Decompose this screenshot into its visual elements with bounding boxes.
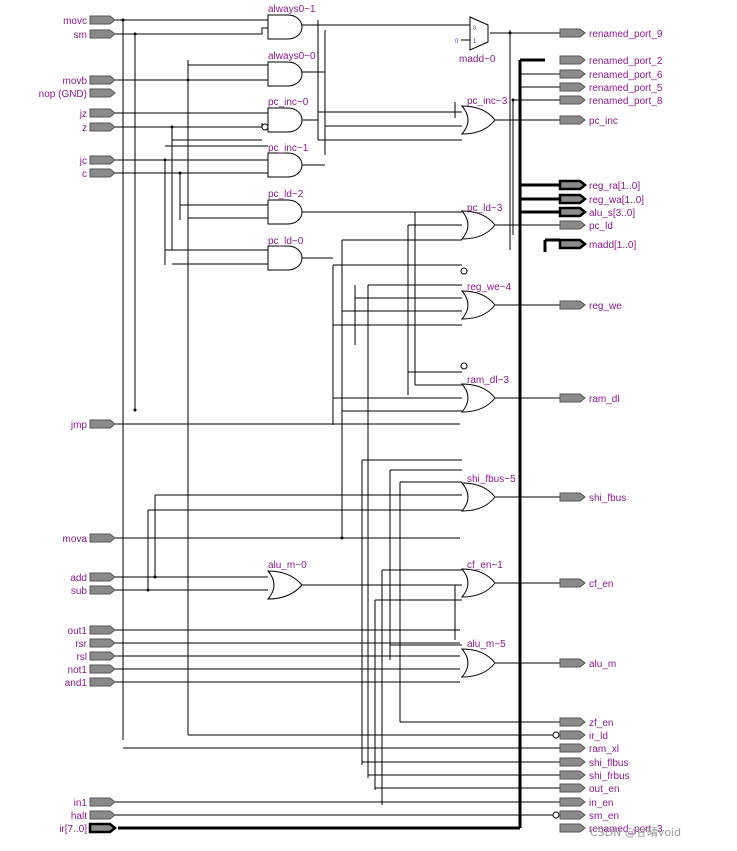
gate-label-cf-en-1: cf_en~1 xyxy=(467,560,503,571)
watermark: CSDN @甘晴void xyxy=(590,826,681,839)
output-sm-en-label: sm_en xyxy=(589,811,619,822)
input-z-label: z xyxy=(82,123,87,134)
or-gate-pc-inc-3 xyxy=(460,105,496,135)
input-sub-label: sub xyxy=(71,586,88,597)
input-in1-label: in1 xyxy=(74,798,88,809)
mux-const-label: 0 xyxy=(455,39,459,45)
input-halt-label: halt xyxy=(71,811,87,822)
gate-label-alu-m-0: alu_m~0 xyxy=(268,560,307,571)
input-sm-label: sm xyxy=(74,30,87,41)
input-ir-label: ir[7..0] xyxy=(59,824,87,835)
output-reg-wa-label: reg_wa[1..0] xyxy=(589,195,644,206)
output-renamed-port-6-label: renamed_port_6 xyxy=(589,70,663,81)
input-nop-label: nop (GND) xyxy=(39,89,87,100)
gate-label-pc-inc-1: pc_inc~1 xyxy=(268,143,309,154)
output-shi-frbus-label: shi_frbus xyxy=(589,771,630,782)
gate-label-reg-we-4: reg_we~4 xyxy=(467,282,512,293)
output-renamed-port-2-label: renamed_port_2 xyxy=(589,56,663,67)
output-ram-dl-label: ram_dl xyxy=(589,394,620,405)
output-madd-label: madd[1..0] xyxy=(589,240,636,251)
gate-labels: always0~1 always0~0 pc_inc~0 pc_inc~1 pc… xyxy=(268,4,516,650)
input-movc-label: movc xyxy=(63,16,87,27)
output-reg-we-label: reg_we xyxy=(589,301,622,312)
input-mova-label: mova xyxy=(63,534,88,545)
output-shi-fbus-label: shi_fbus xyxy=(589,493,626,504)
input-rsr-label: rsr xyxy=(75,639,87,650)
and-gate-pc-ld-0 xyxy=(267,245,303,271)
and-gate-pc-inc-0 xyxy=(267,107,303,133)
output-alu-m-label: alu_m xyxy=(589,659,616,670)
gate-label-shi-fbus-5: shi_fbus~5 xyxy=(467,474,516,485)
input-add-label: add xyxy=(70,573,87,584)
or-gates xyxy=(266,105,496,678)
and-gate-pc-ld-2 xyxy=(267,199,303,225)
output-renamed-port-5-label: renamed_port_5 xyxy=(589,83,663,94)
input-and1-label: and1 xyxy=(65,678,88,689)
output-zf-en-label: zf_en xyxy=(589,718,613,729)
input-c-label: c xyxy=(82,169,87,180)
input-labels: movc sm movb nop (GND) jz z jc c jmp mov… xyxy=(39,16,88,835)
output-reg-ra-label: reg_ra[1..0] xyxy=(589,181,640,192)
output-shi-flbus-label: shi_flbus xyxy=(589,758,628,769)
gate-label-always0-1: always0~1 xyxy=(268,4,316,15)
gate-label-pc-ld-2: pc_ld~2 xyxy=(268,189,304,200)
input-not1-label: not1 xyxy=(68,665,88,676)
output-renamed-port-9-label: renamed_port_9 xyxy=(589,29,663,40)
output-pc-ld-label: pc_ld xyxy=(589,221,613,232)
gate-label-ram-dl-3: ram_dl~3 xyxy=(467,375,509,386)
input-jc-label: jc xyxy=(79,156,87,167)
gate-label-pc-ld-3: pc_ld~3 xyxy=(467,203,503,214)
output-alu-s-label: alu_s[3..0] xyxy=(589,208,635,219)
input-jmp-label: jmp xyxy=(70,420,88,431)
gate-label-pc-inc-3: pc_inc~3 xyxy=(467,96,508,107)
output-cf-en-label: cf_en xyxy=(589,579,613,590)
input-movb-label: movb xyxy=(63,76,88,87)
output-labels: renamed_port_9 renamed_port_2 renamed_po… xyxy=(589,29,663,835)
gate-label-pc-ld-0: pc_ld~0 xyxy=(268,236,304,247)
and-gate-always0-1 xyxy=(267,14,303,40)
mux-madd-0-label: madd~0 xyxy=(459,54,496,65)
wire-layer xyxy=(115,19,560,830)
or-gate-pc-ld-3 xyxy=(460,210,496,240)
input-pins xyxy=(88,15,118,834)
output-ir-ld-label: ir_ld xyxy=(589,731,608,742)
input-out1-label: out1 xyxy=(68,626,88,637)
output-renamed-port-8-label: renamed_port_8 xyxy=(589,96,663,107)
gate-label-pc-inc-0: pc_inc~0 xyxy=(268,97,309,108)
and-gate-always0-0 xyxy=(267,61,303,87)
mux-madd-0: 0 1 0 madd~0 xyxy=(455,16,496,65)
or-gate-reg-we-4 xyxy=(460,290,496,320)
input-jz-label: jz xyxy=(79,109,87,120)
output-out-en-label: out_en xyxy=(589,784,620,795)
and-gates xyxy=(261,14,303,271)
or-gate-ram-dl-3 xyxy=(460,383,496,413)
gate-label-alu-m-5: alu_m~5 xyxy=(467,639,506,650)
or-gate-alu-m-0 xyxy=(266,570,303,600)
mux-in0-label: 0 xyxy=(473,26,477,32)
junction-dots xyxy=(121,18,522,592)
input-rsl-label: rsl xyxy=(76,652,87,663)
or-gate-shi-fbus-5 xyxy=(460,482,496,512)
or-gate-alu-m-5 xyxy=(460,648,496,678)
output-pins xyxy=(552,28,588,833)
gate-label-always0-0: always0~0 xyxy=(268,51,316,62)
and-gate-pc-inc-1 xyxy=(267,152,303,178)
output-in-en-label: in_en xyxy=(589,798,613,809)
output-ram-xl-label: ram_xl xyxy=(589,744,619,755)
mux-in1-label: 1 xyxy=(473,39,477,45)
output-pc-inc-label: pc_inc xyxy=(589,116,618,127)
or-gate-cf-en-1 xyxy=(460,568,496,598)
output-renamed-port-3-label: renamed_port_3 xyxy=(589,824,663,835)
